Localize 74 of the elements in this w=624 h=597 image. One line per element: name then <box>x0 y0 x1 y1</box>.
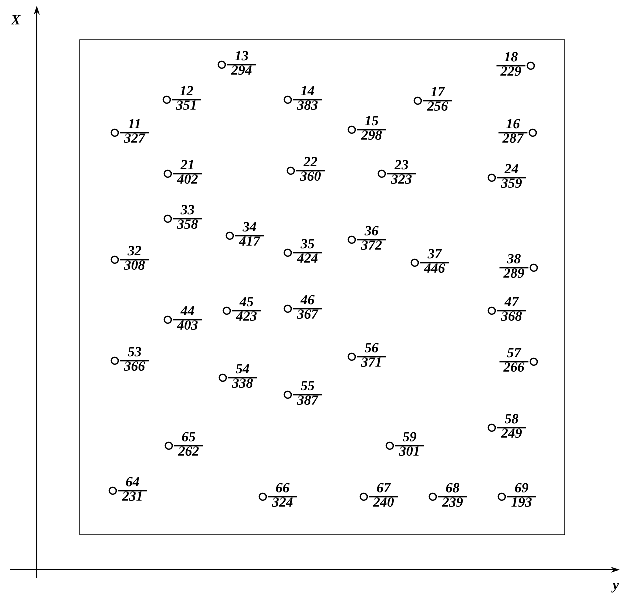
survey-point <box>360 492 368 502</box>
point-label: 36 372 <box>357 226 386 250</box>
survey-point <box>108 486 118 496</box>
point-label: 69 193 <box>507 483 536 508</box>
point-label: 14 383 <box>293 86 322 110</box>
point-label: 15 298 <box>357 116 386 140</box>
survey-point <box>498 492 506 502</box>
point-label: 23 323 <box>387 160 416 184</box>
survey-point <box>218 60 226 70</box>
point-label: 34 417 <box>235 222 264 246</box>
survey-point <box>258 492 268 502</box>
axis-label: y <box>612 583 620 593</box>
point-label: 58 249 <box>497 414 526 438</box>
survey-point <box>222 306 232 316</box>
point-label: 56 371 <box>357 343 386 368</box>
survey-point <box>284 248 292 258</box>
point-label: 66 324 <box>268 483 298 508</box>
survey-point <box>218 374 228 382</box>
point-label: 24 359 <box>497 164 526 188</box>
survey-point <box>284 390 292 400</box>
survey-point <box>164 316 172 324</box>
survey-point <box>110 356 120 366</box>
point-label: 44 403 <box>173 306 202 330</box>
point-label: 47 368 <box>497 297 526 322</box>
point-label: 12 351 <box>172 86 202 110</box>
survey-point <box>488 424 496 432</box>
survey-point <box>386 442 394 450</box>
point-label: 37 446 <box>420 249 450 274</box>
point-label: 65 262 <box>174 432 204 456</box>
point-label: 22 360 <box>296 157 326 182</box>
survey-point <box>348 352 356 362</box>
survey-point <box>410 258 420 268</box>
point-label: 35 424 <box>293 239 322 263</box>
survey-point <box>530 264 538 272</box>
point-label: 13 294 <box>227 51 256 76</box>
point-label: 64 231 <box>118 477 148 502</box>
point-label: 17 256 <box>423 87 452 111</box>
survey-point <box>488 174 496 182</box>
point-label: 59 301 <box>395 432 424 456</box>
point-label: 53 366 <box>120 347 150 372</box>
axis-label: X <box>11 15 21 25</box>
survey-point <box>348 126 356 134</box>
survey-point <box>164 214 172 224</box>
point-label: 33 358 <box>173 205 202 230</box>
survey-point <box>284 304 292 314</box>
survey-point <box>110 128 120 138</box>
survey-point <box>110 256 120 264</box>
point-label: 21 402 <box>173 160 202 184</box>
point-label: 68 239 <box>438 483 468 508</box>
survey-point <box>488 306 496 316</box>
survey-point <box>378 170 386 178</box>
survey-point <box>226 232 234 240</box>
survey-point <box>162 96 172 104</box>
point-label: 18 229 <box>496 52 526 76</box>
point-label: 38 289 <box>500 254 529 278</box>
point-label: 55 387 <box>293 381 322 405</box>
survey-point <box>348 236 356 244</box>
point-label: 46 367 <box>293 295 322 320</box>
point-label: 54 338 <box>228 364 258 388</box>
point-label: 45 423 <box>232 297 262 321</box>
survey-point <box>530 358 538 366</box>
point-label: 32 308 <box>120 246 150 270</box>
survey-point <box>164 170 172 178</box>
survey-point <box>428 492 438 502</box>
point-label: 67 240 <box>369 483 398 508</box>
survey-point <box>284 96 292 104</box>
survey-point <box>286 166 296 176</box>
survey-point <box>164 442 174 450</box>
survey-point <box>414 96 422 106</box>
survey-point <box>526 62 536 70</box>
point-label: 16 287 <box>498 119 528 144</box>
point-label: 11 327 <box>120 119 150 143</box>
point-label: 57 266 <box>500 348 529 372</box>
survey-point <box>528 128 538 138</box>
